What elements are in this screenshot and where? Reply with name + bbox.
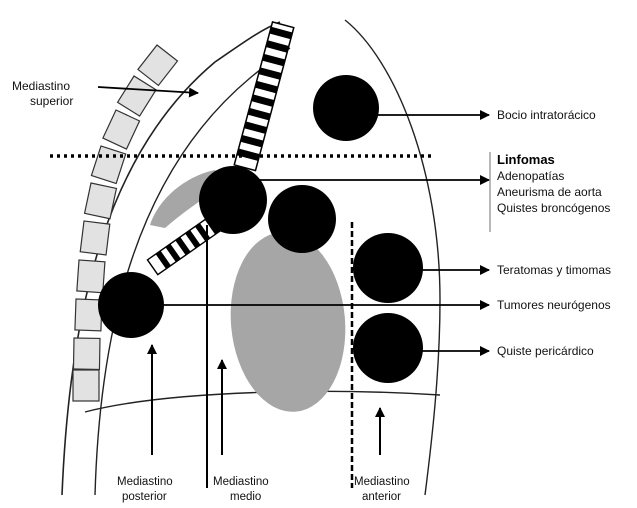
mass-adenopatias — [268, 185, 336, 253]
label-aneurisma: Aneurisma de aorta — [497, 185, 602, 199]
label-anterior-line1: Mediastino — [354, 476, 410, 488]
label-adenopatias: Adenopatías — [497, 169, 564, 183]
label-bocio: Bocio intratorácico — [497, 108, 596, 122]
label-quiste: Quiste pericárdico — [497, 344, 594, 358]
mass-linfomas — [199, 166, 267, 234]
mass-bocio — [313, 75, 379, 141]
heart-shape — [223, 227, 352, 416]
label-tumores: Tumores neurógenos — [497, 298, 611, 312]
label-superior-line2: superior — [30, 94, 73, 108]
mass-quiste — [353, 313, 423, 383]
label-medio-line1: Mediastino — [213, 476, 269, 488]
vertebra — [75, 299, 102, 331]
vertebra — [138, 45, 178, 85]
vertebra — [73, 370, 99, 401]
label-anterior-line2: anterior — [362, 491, 401, 503]
mass-teratomas — [353, 233, 423, 303]
vertebra — [85, 183, 117, 219]
label-teratomas: Teratomas y timomas — [497, 263, 611, 277]
vertebra — [91, 146, 125, 184]
label-medio-line2: medio — [230, 491, 261, 503]
vertebra — [77, 260, 105, 293]
vertebra — [80, 221, 110, 255]
label-posterior-line2: posterior — [122, 491, 167, 503]
vertebra — [73, 338, 100, 369]
trachea — [234, 22, 294, 171]
label-posterior-line1: Mediastino — [117, 476, 173, 488]
label-linfomas: Linfomas — [497, 152, 555, 167]
label-superior-line1: Mediastino — [12, 79, 70, 93]
vertebra — [118, 76, 156, 116]
vertebra — [103, 110, 140, 149]
label-quistes-broncogenos: Quistes broncógenos — [497, 201, 610, 215]
mass-tumores — [98, 272, 164, 338]
